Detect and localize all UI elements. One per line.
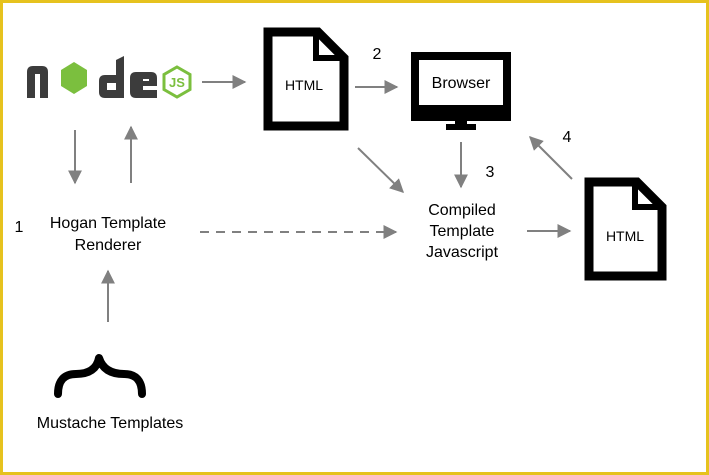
step-number-1: 1: [15, 219, 24, 236]
html-label-right: HTML: [606, 228, 644, 244]
step-number-3: 3: [486, 164, 495, 181]
arrows: [68, 75, 573, 322]
js-text: JS: [169, 75, 185, 90]
browser-label: Browser: [432, 75, 491, 92]
curly-braces-icon: [54, 354, 146, 398]
arrow-html-to-compiled: [357, 147, 405, 193]
nodejs-logo-icon: JS: [27, 56, 192, 99]
document-icon-top: [263, 27, 349, 131]
compiled-label-line3: Javascript: [426, 244, 499, 261]
compiled-label-line2: Template: [430, 223, 495, 240]
step-number-2: 2: [373, 46, 382, 63]
compiled-label-line1: Compiled: [428, 202, 496, 219]
document-icon-right: [584, 177, 667, 281]
renderer-label-line2: Renderer: [75, 237, 142, 254]
node-letter-d: [99, 56, 124, 98]
node-letter-e: [130, 72, 157, 98]
html-label-top: HTML: [285, 77, 323, 93]
node-letter-n: [27, 66, 48, 98]
node-letter-o-hexagon: [61, 62, 87, 94]
monitor-icon: [411, 52, 511, 130]
renderer-label-line1: Hogan Template: [50, 215, 166, 232]
mustache-label: Mustache Templates: [37, 415, 183, 432]
arrow-html-to-browser-return: [529, 136, 573, 180]
step-number-4: 4: [563, 129, 572, 146]
js-hexagon: [162, 65, 192, 99]
